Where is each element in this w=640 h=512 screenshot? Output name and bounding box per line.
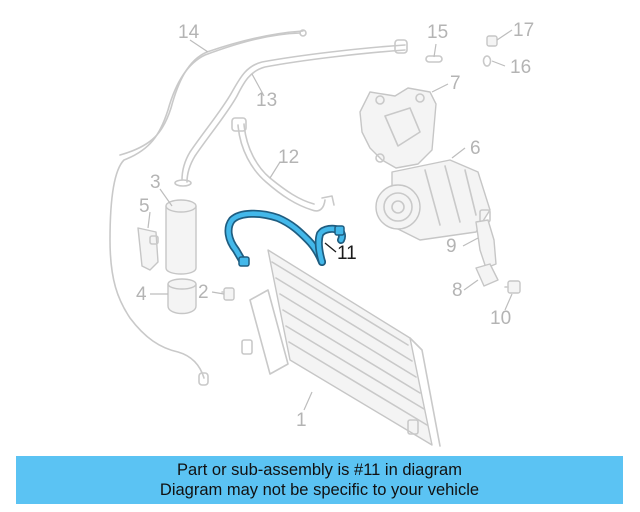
part-7-bracket[interactable] xyxy=(359,87,437,169)
part-13-ac-line[interactable] xyxy=(174,39,408,187)
part-3-receiver-drier[interactable] xyxy=(165,199,197,275)
callout-labels: 14 15 17 16 7 13 6 12 3 5 9 11 8 4 2 10 … xyxy=(136,20,534,431)
callout-15[interactable]: 15 xyxy=(427,22,448,43)
callout-17[interactable]: 17 xyxy=(513,20,534,41)
part-14-ac-line[interactable] xyxy=(109,29,307,386)
callout-7[interactable]: 7 xyxy=(450,73,461,94)
banner-line-1: Part or sub-assembly is #11 in diagram xyxy=(177,461,462,479)
part-11-ac-hose[interactable] xyxy=(224,209,346,267)
callout-5[interactable]: 5 xyxy=(139,196,150,217)
callout-3[interactable]: 3 xyxy=(150,172,161,193)
callout-16[interactable]: 16 xyxy=(510,57,531,78)
part-5-bracket[interactable] xyxy=(137,227,159,271)
parts-diagram: 14 15 17 16 7 13 6 12 3 5 9 11 8 4 2 10 … xyxy=(109,20,534,447)
part-8-bracket[interactable] xyxy=(475,263,499,287)
callout-8[interactable]: 8 xyxy=(452,280,463,301)
callout-12[interactable]: 12 xyxy=(278,147,299,168)
callout-6[interactable]: 6 xyxy=(470,138,481,159)
info-banner: Part or sub-assembly is #11 in diagram D… xyxy=(16,456,623,504)
part-16-seal[interactable] xyxy=(482,55,492,67)
callout-4[interactable]: 4 xyxy=(136,284,147,305)
banner-line-2: Diagram may not be specific to your vehi… xyxy=(159,481,480,499)
callout-14[interactable]: 14 xyxy=(178,22,200,43)
callout-1[interactable]: 1 xyxy=(296,410,307,431)
part-1-condenser[interactable] xyxy=(241,249,441,447)
part-17-cap[interactable] xyxy=(486,35,498,47)
part-4-clamp[interactable] xyxy=(167,278,197,315)
part-10-bolt[interactable] xyxy=(504,280,521,294)
callout-13[interactable]: 13 xyxy=(256,90,277,111)
part-6-compressor[interactable] xyxy=(375,159,491,241)
callout-9[interactable]: 9 xyxy=(446,236,457,257)
callout-2[interactable]: 2 xyxy=(198,282,209,303)
part-9-bracket[interactable] xyxy=(475,219,497,269)
leader-lines xyxy=(147,29,513,411)
callout-11[interactable]: 11 xyxy=(337,243,357,264)
callout-10[interactable]: 10 xyxy=(490,308,511,329)
